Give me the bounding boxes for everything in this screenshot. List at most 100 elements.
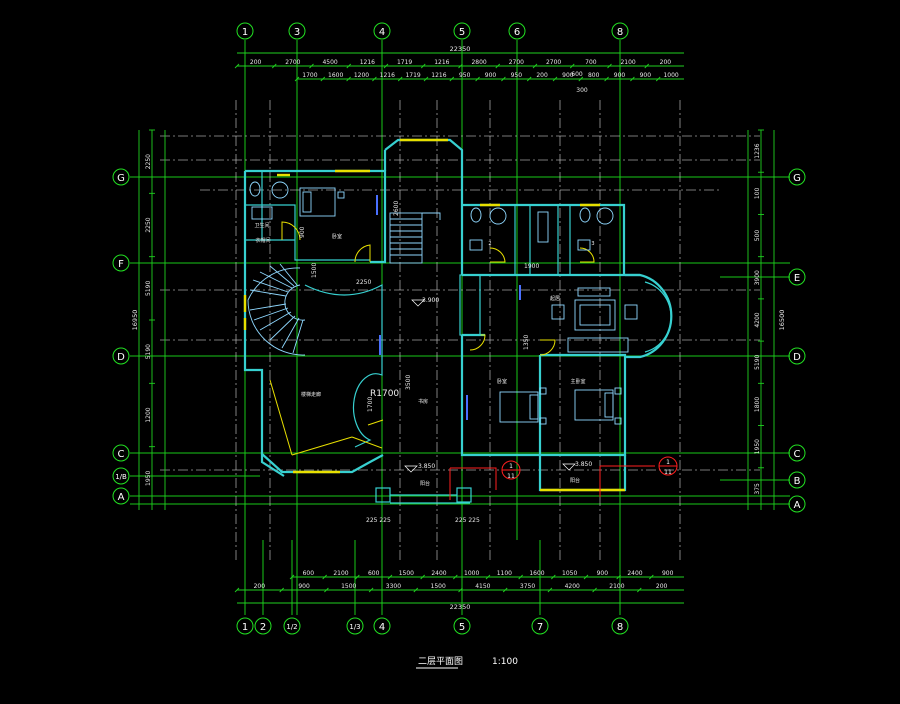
bed-top [299,187,345,217]
dim-tick [279,587,285,593]
dim-tick [502,587,508,593]
dim-tick [453,574,458,580]
axis-bubble-label: 5 [459,622,465,633]
room-label-stair-hall: 楼梯走廊 [301,391,321,398]
dim-text: 1500 [341,583,356,590]
dim-text: 1236 [754,143,761,158]
axis-bubble-label: 6 [514,27,520,38]
detail-dims-b: 225 225 [455,517,480,524]
dim-tick [495,63,501,69]
room-label-living: 起居 [550,296,560,302]
axis-bubble-label: 1/2 [286,623,297,631]
dim-text: 375 [754,483,761,495]
bottom-total-dim: 22350 [450,603,471,611]
dim-text: 600 [303,570,315,577]
dim-text: 900 [614,72,626,79]
bottom-axis-bubbles: 1 2 1/2 1/3 4 5 7 8 [236,617,629,635]
dim-text: 3750 [520,583,535,590]
dim-tick [475,76,480,82]
dim-text: 900 [562,72,574,79]
top-total-dim: 22350 [450,45,471,53]
dim-text: 3300 [386,583,401,590]
bath-fixtures [249,181,614,251]
dim-tick [636,587,642,593]
dim-text: 5190 [145,281,152,296]
dim-tick [324,587,329,593]
straight-stair [389,212,441,264]
dim-text: 100 [754,187,761,199]
axis-bubble-label: A [794,500,801,511]
dim-tick [569,63,575,69]
dim-text: 5190 [754,354,761,369]
dim-text: 800 [588,72,600,79]
dim-text: 600 [571,71,583,78]
dim-tick [532,63,538,69]
dim-tick [583,574,589,580]
axis-bubble-label: 4 [379,27,385,38]
room-label-closet: 衣帽间 [255,237,270,244]
room-label-bedroom-mid: 卧室 [497,378,507,385]
dim-text: 600 [368,570,380,577]
axis-bubble-label: G [793,173,801,184]
axis-bubble-label: D [117,352,125,363]
dim-tick [607,63,612,69]
axis-bubble-label: B [794,476,801,487]
dim-tick [387,574,393,580]
dim-tick [526,76,532,82]
dim-text: 1050 [562,570,577,577]
axis-bubble-label: 3 [294,27,300,38]
dim-tick [458,63,463,69]
dim-text: 1216 [434,59,449,66]
axis-bubble-label: 1/B [115,473,127,481]
dim-tick [322,574,327,580]
room-label-study: 书房 [418,398,428,405]
dim-text: 1000 [663,72,678,79]
dim-tick [604,76,609,82]
axis-bubble-label: 1/3 [349,623,360,631]
dim-text: 3900 [754,270,761,285]
dim-tick [578,76,584,82]
bed-mid [499,387,547,425]
small-dim: 1350 [523,335,530,350]
dim-tick [649,574,654,580]
spiral-stair [247,263,306,356]
small-dim: 2250 [356,279,371,286]
dim-text: 900 [485,72,497,79]
drawing-scale: 1:100 [492,657,518,667]
section-ref: 1 [509,463,513,470]
dim-text: 1600 [529,570,544,577]
small-dim: 2600 [393,201,400,216]
dim-text: 2100 [620,59,635,66]
dim-text: 900 [597,570,609,577]
dim-text: 1500 [399,570,414,577]
dim-text: 1719 [405,72,420,79]
dim-text: 1100 [497,570,512,577]
section-sheet: 11 [664,469,672,476]
annotations: 3.900 3.850 3.850 R1700 225 225 225 225 … [299,201,592,524]
room-label-balcony-right: 阳台 [570,477,580,484]
dim-tick [320,76,326,82]
axis-bubble-label: F [118,259,124,270]
right-total-dim: 16500 [778,310,786,331]
section-sheet: 11 [507,473,515,480]
axis-bubble-label: G [117,173,125,184]
room-label-bath-left: 卫生间 [254,222,269,229]
dim-text: 1000 [464,570,479,577]
dim-tick [644,63,650,69]
dim-tick [547,587,553,593]
dim-text: 1500 [431,583,446,590]
elevation-balcony-left: 3.850 [418,463,435,470]
dim-text: 4500 [322,59,337,66]
dim-text: 2250 [145,217,152,232]
dim-tick [449,76,455,82]
dim-tick [309,63,314,69]
dim-text: 1216 [431,72,446,79]
axis-bubble-label: E [794,273,800,284]
dim-text: 1216 [380,72,395,79]
room-label-bedroom-top: 卧室 [332,233,342,240]
dim-tick [501,76,506,82]
axis-bubble-label: C [794,449,801,460]
room-label-master-bedroom: 主卧室 [570,378,585,385]
